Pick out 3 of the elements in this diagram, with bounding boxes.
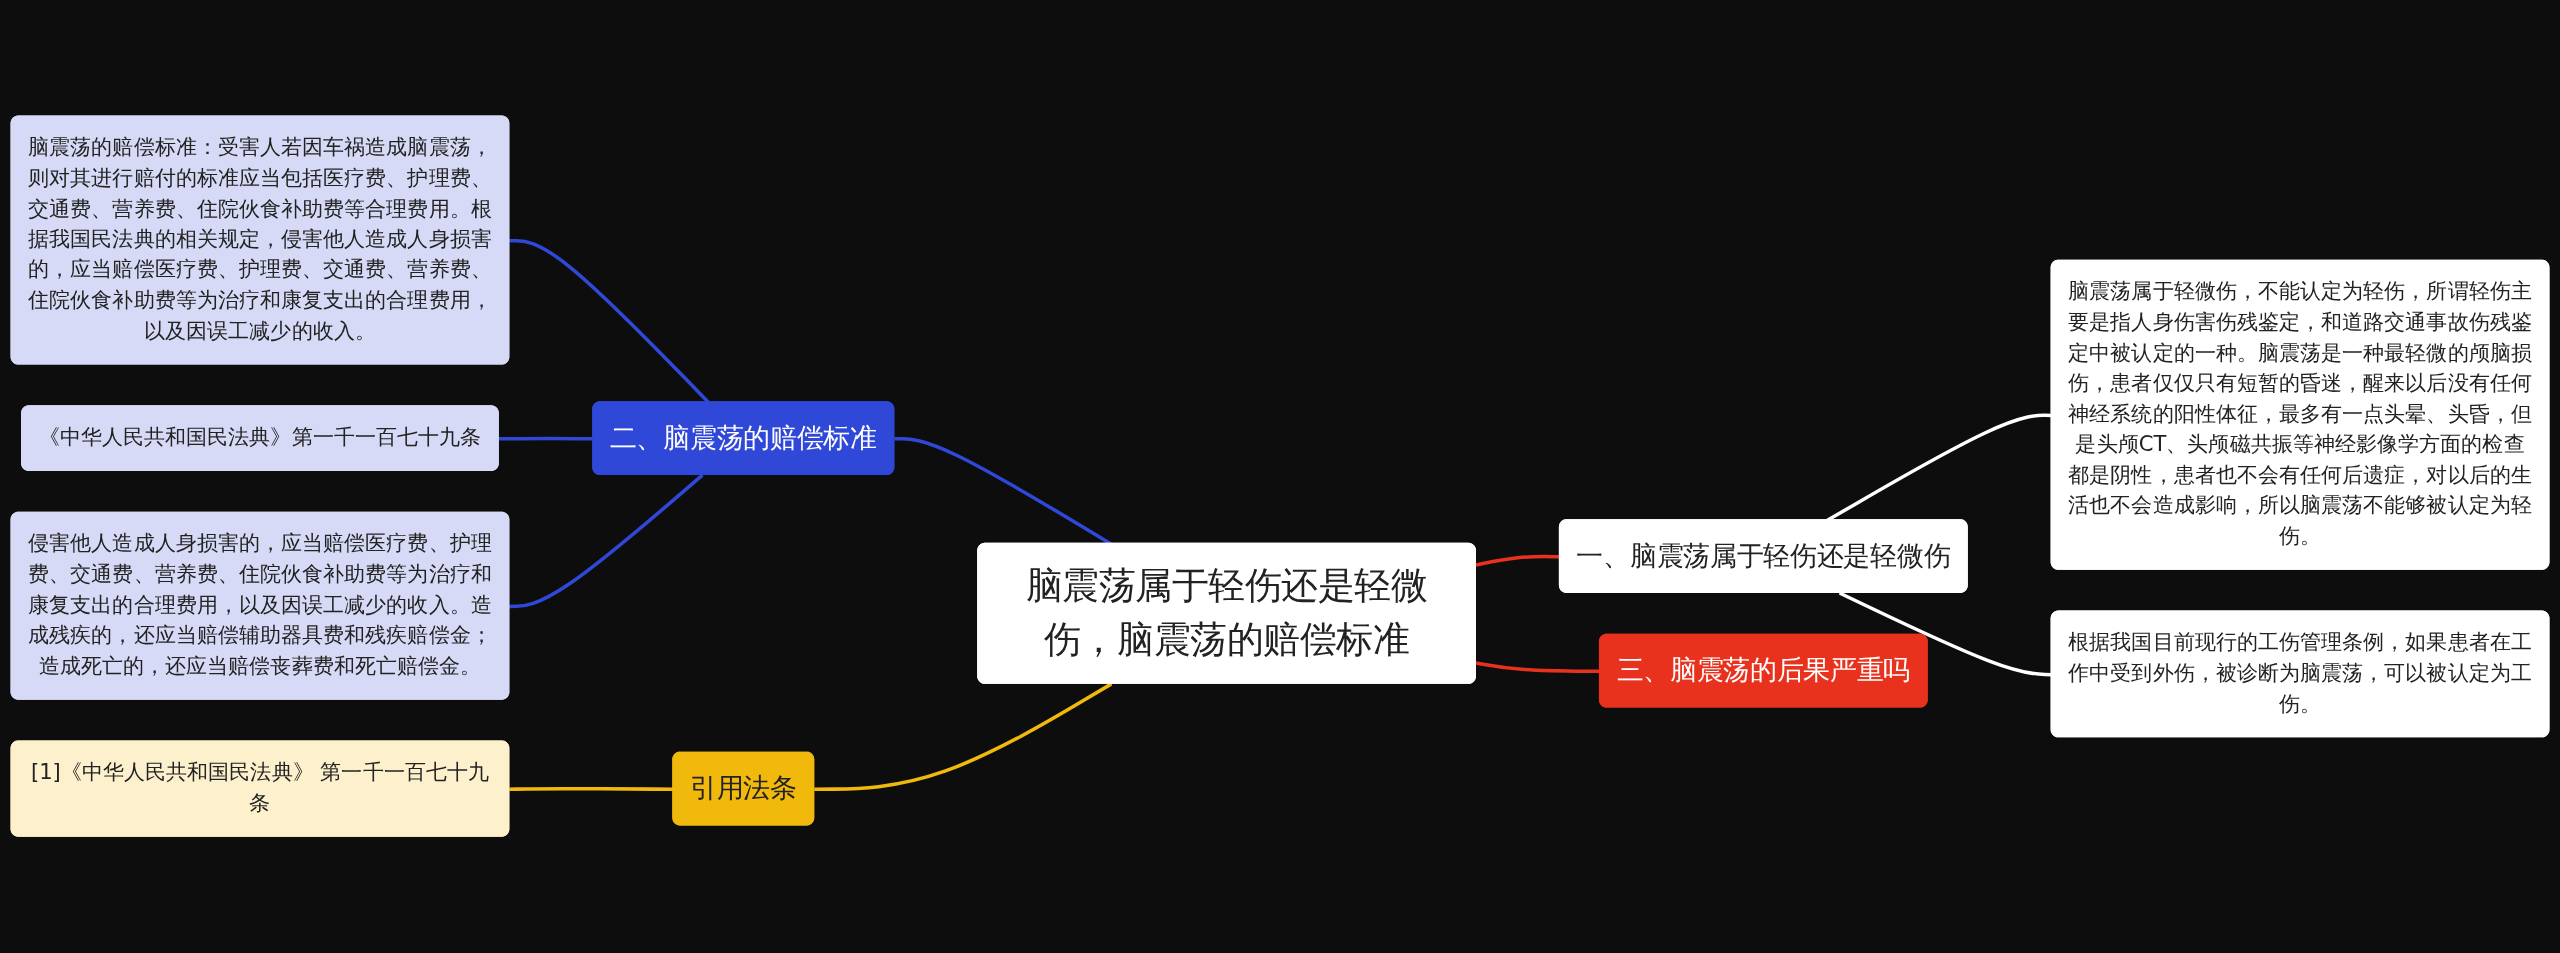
connector	[509, 474, 704, 609]
connector	[509, 787, 674, 792]
connector	[814, 682, 1113, 792]
